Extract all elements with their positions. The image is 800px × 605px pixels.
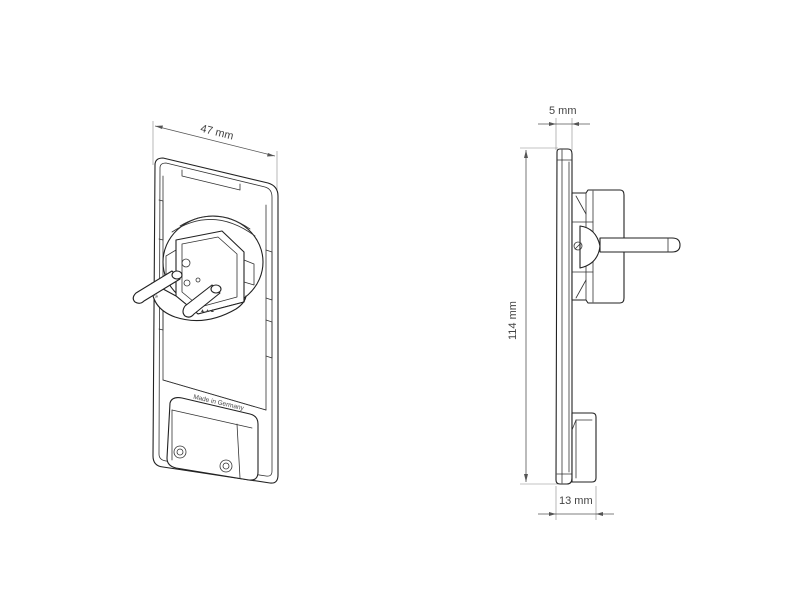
- height-dimension: 114 mm: [507, 147, 558, 485]
- back-plate: [152, 157, 279, 484]
- cable-box-profile: [571, 412, 597, 483]
- svg-text:⏚: ⏚: [152, 292, 161, 300]
- depth-bottom-label: 13 mm: [559, 495, 593, 507]
- right-pin: [182, 284, 222, 318]
- left-pin: [132, 270, 183, 304]
- width-dimension-label: 47 mm: [199, 123, 235, 143]
- height-dimension-label: 114 mm: [507, 301, 519, 340]
- depth-bottom-dimension: 13 mm: [538, 486, 614, 520]
- plug-socket: ⏚ ▲▲▲: [132, 215, 264, 322]
- width-dimension: 47 mm: [152, 121, 278, 190]
- depth-top-dimension: 5 mm: [538, 105, 590, 150]
- svg-text:▲▲▲: ▲▲▲: [200, 308, 215, 314]
- depth-top-label: 5 mm: [549, 105, 577, 117]
- plate-profile: [555, 148, 573, 485]
- plug-profile: [571, 189, 681, 304]
- cable-box: Made in Germany: [166, 394, 259, 481]
- side-view: 5 mm 114 mm 13 mm: [507, 105, 681, 520]
- front-view: 47 mm: [132, 121, 279, 484]
